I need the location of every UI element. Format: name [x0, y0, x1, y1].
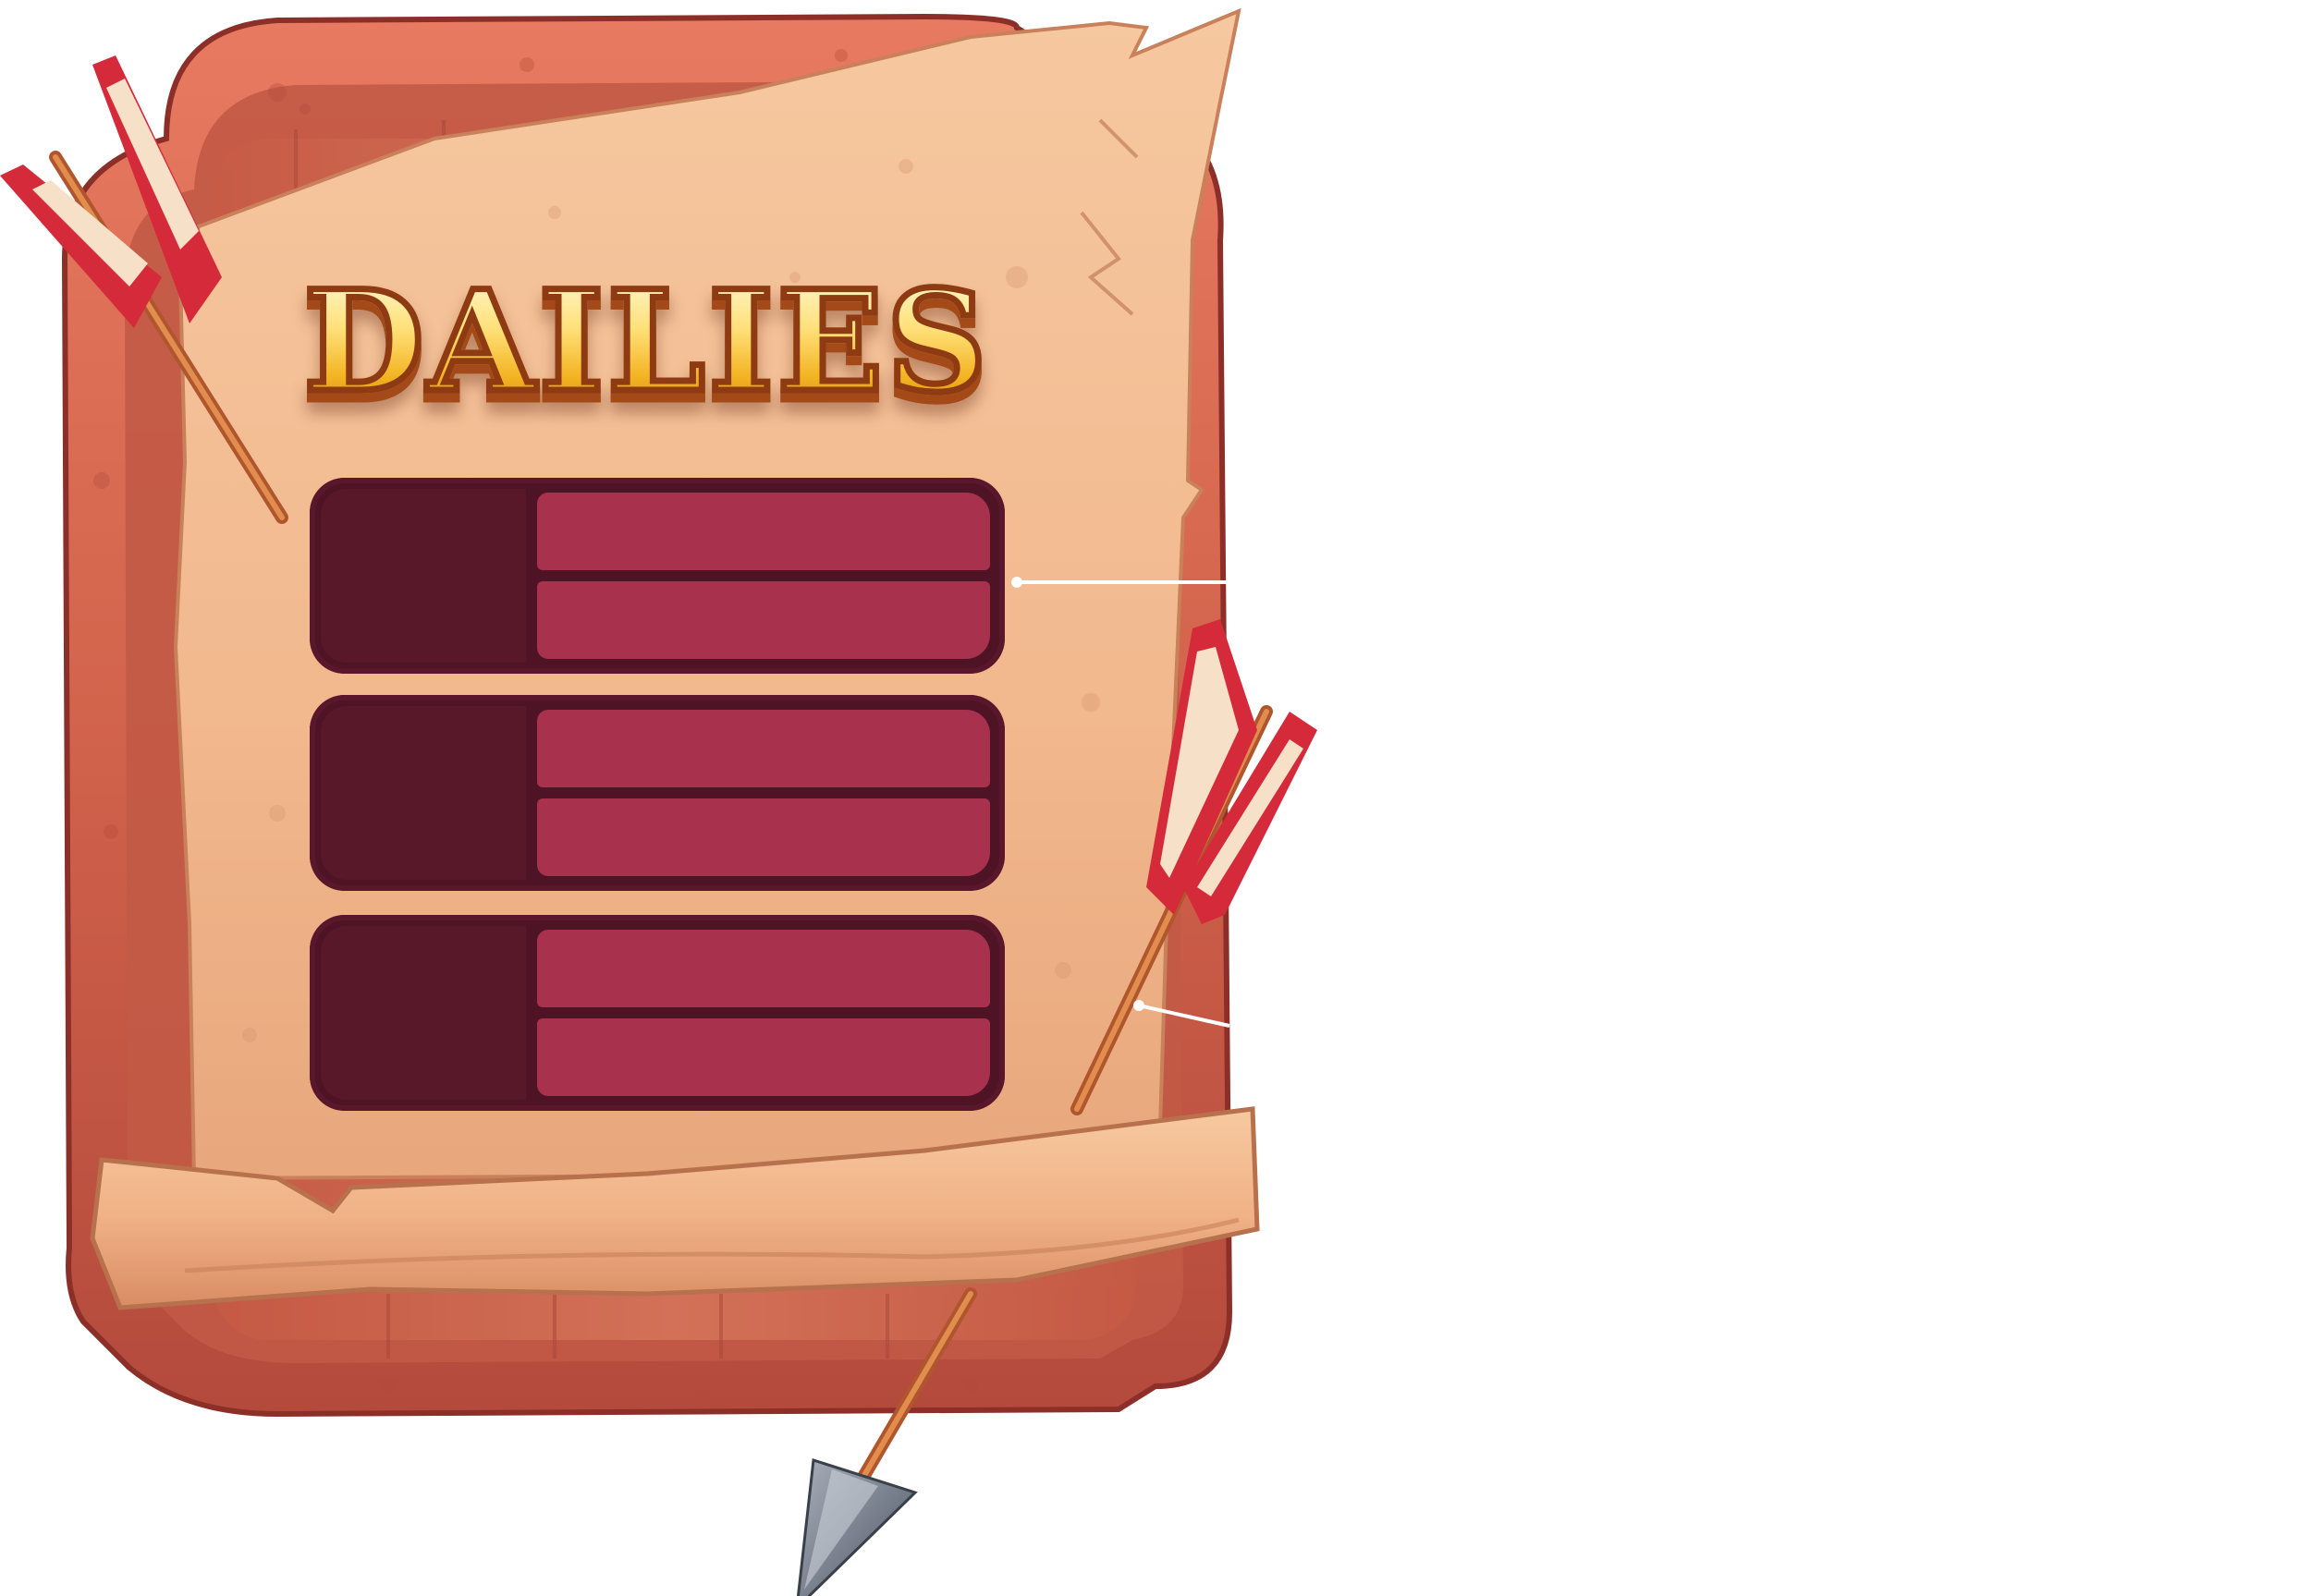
quest-progress-bar — [537, 581, 990, 659]
quest-name-bar — [537, 710, 990, 787]
quest-name-bar — [537, 930, 990, 1007]
quest-progress-bar — [537, 1018, 990, 1096]
quest-icon-area — [321, 926, 526, 1100]
daily-quest-slot-1[interactable] — [310, 478, 1005, 674]
arrow-icon — [0, 55, 288, 524]
dailies-title-area: DAILIES — [185, 236, 1109, 448]
quest-progress-bar — [537, 798, 990, 876]
page-title: DAILIES — [300, 261, 991, 423]
quest-icon-area — [321, 489, 526, 663]
arrow-icon — [1070, 619, 1317, 1115]
daily-quest-slot-3[interactable] — [310, 915, 1005, 1111]
quest-name-bar — [537, 493, 990, 570]
callout-lines — [1011, 577, 1313, 1028]
arrow-icon — [796, 1287, 977, 1596]
quest-icon-area — [321, 706, 526, 880]
daily-quest-slot-2[interactable] — [310, 695, 1005, 891]
scroll-roll — [90, 1106, 1260, 1310]
